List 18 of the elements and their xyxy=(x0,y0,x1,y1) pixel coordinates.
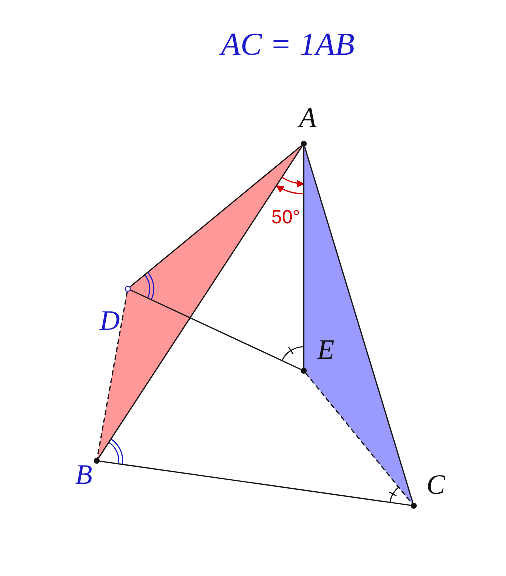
point-label: E xyxy=(317,337,335,365)
point-label: C xyxy=(426,472,446,500)
line-segment xyxy=(100,460,412,506)
point-label: A xyxy=(299,105,317,133)
point-dot xyxy=(301,141,307,147)
point-dot xyxy=(94,458,100,464)
dashed-segment xyxy=(305,372,413,504)
point-label: B xyxy=(75,462,93,490)
title: AC = 1AB xyxy=(221,28,355,60)
line-segment xyxy=(303,147,305,368)
angle-label: 50° xyxy=(272,208,300,228)
point-label: D xyxy=(100,308,120,336)
point-dot xyxy=(125,286,131,292)
point-dot xyxy=(411,503,417,509)
line-segment xyxy=(130,290,302,370)
line-segment xyxy=(130,145,302,288)
point-dot xyxy=(301,368,307,374)
dashed-segment xyxy=(96,292,128,458)
